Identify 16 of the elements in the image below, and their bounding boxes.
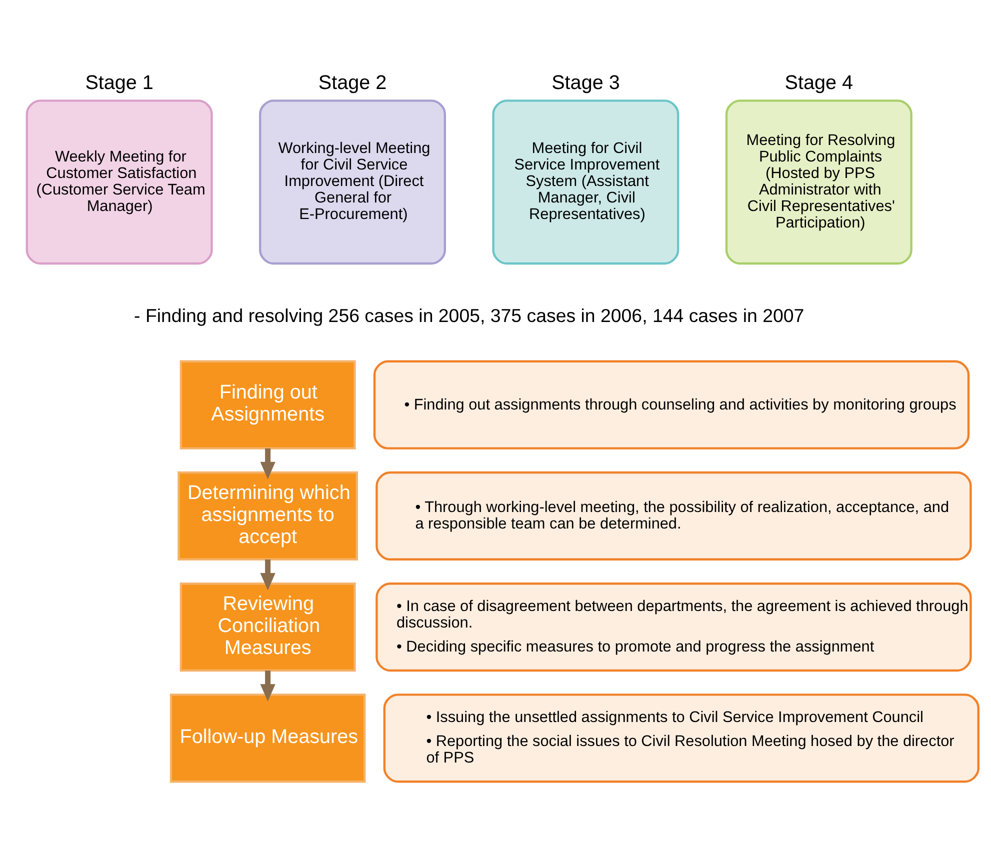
node-label: Stage 4 [784, 72, 854, 94]
arrow [260, 558, 276, 590]
node-box: • Through working-level meeting, the possibility of realization, acceptance, and a responsible team can be determined. [376, 470, 972, 560]
node-box: Determining which assignments to accept [178, 470, 358, 560]
node-box: Follow-up Measures [170, 693, 366, 782]
label: - Finding and resolving 256 cases in 2005, 375 cases in 2006, 144 cases in 2007 [134, 304, 804, 326]
node-box: • Issuing the unsettled assignments to Civil Service Improvement Council • Reporting the social issues to Civil Resolution Meeting hosed by the director of PPS [383, 693, 980, 782]
arrow [260, 670, 276, 701]
arrow [260, 448, 276, 479]
node-box: Reviewing Conciliation Measures [180, 582, 356, 672]
node-box: • Finding out assignments through counseling and activities by monitoring groups [373, 360, 970, 449]
node-label: Stage 2 [318, 72, 387, 94]
node-box: Finding out Assignments [180, 360, 356, 449]
node-label: Stage 3 [552, 72, 620, 94]
node-label: Stage 1 [85, 72, 154, 94]
node-box: • In case of disagreement between departments, the agreement is achieved through discussion. • Deciding specific measures to promote and progress the assignment [376, 582, 972, 672]
